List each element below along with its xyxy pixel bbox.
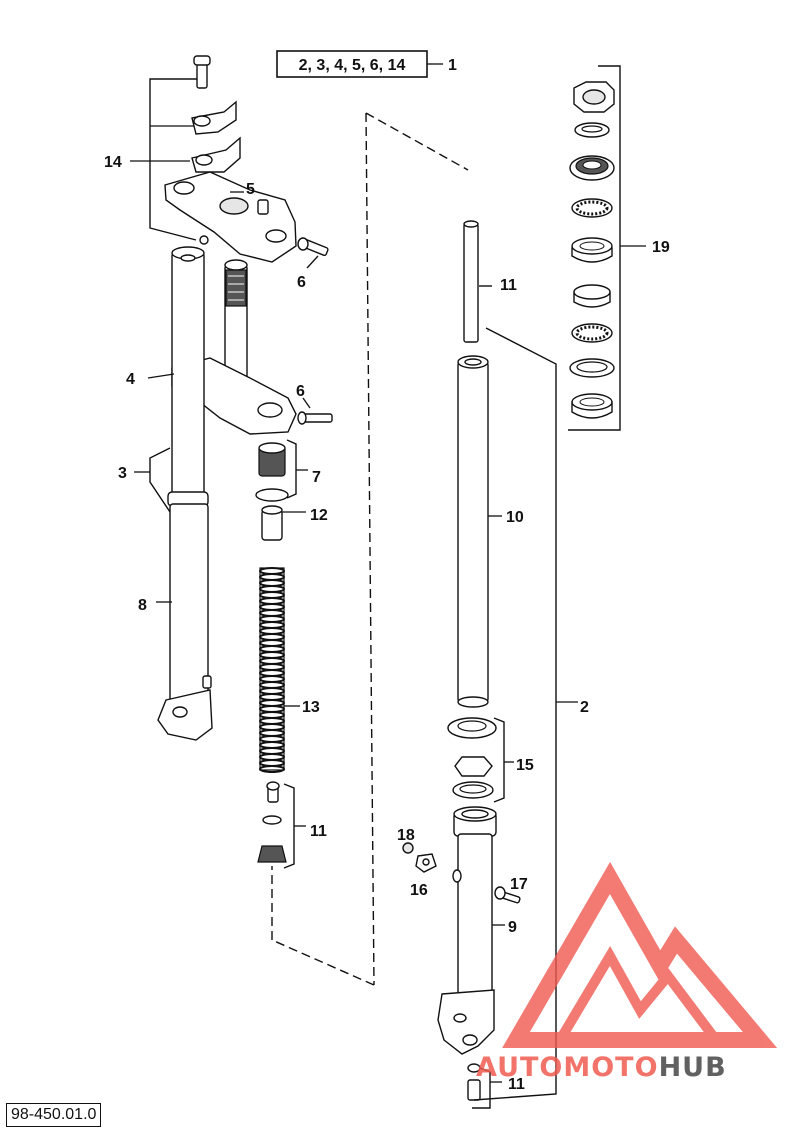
callout-12: 12 xyxy=(310,507,328,524)
callout-14: 14 xyxy=(104,154,122,171)
callout-4: 4 xyxy=(126,371,135,388)
pinch-bolt-lower xyxy=(297,411,333,425)
left-fork-leg xyxy=(157,246,213,741)
small-parts-16-17-18 xyxy=(402,842,521,904)
watermark-text: AUTOMOTOHUB xyxy=(476,1052,727,1083)
callout-7: 7 xyxy=(312,469,321,486)
fork-seals xyxy=(447,717,497,799)
callout-11-top: 11 xyxy=(500,277,517,294)
bracket-14 xyxy=(149,78,197,241)
slider-left xyxy=(169,503,209,703)
slider-right xyxy=(437,806,497,1055)
callout-13: 13 xyxy=(302,699,320,716)
assembly-dashed-outline xyxy=(271,112,469,986)
callout-15: 15 xyxy=(516,757,534,774)
callout-2: 2 xyxy=(580,699,589,716)
bearing-set xyxy=(569,81,615,419)
fork-tube-left xyxy=(171,252,205,499)
damper-rod xyxy=(463,220,479,343)
callout-18: 18 xyxy=(397,827,415,844)
bracket-3 xyxy=(149,447,171,513)
bracket-11-bottom xyxy=(472,1067,491,1109)
nut-18 xyxy=(402,842,414,854)
steering-stem xyxy=(224,259,248,386)
callout-6-lower: 6 xyxy=(296,383,305,400)
upper-triple-clamp xyxy=(164,171,297,263)
clamp-nut xyxy=(199,235,209,245)
spacer-tube xyxy=(261,505,283,541)
bracket-15 xyxy=(493,717,505,803)
damper-bolt-group xyxy=(257,781,287,863)
callout-1: 1 xyxy=(448,57,457,74)
pinch-bolt-upper xyxy=(297,237,329,257)
callout-11-left: 11 xyxy=(310,823,327,840)
callout-8: 8 xyxy=(138,597,147,614)
watermark-logo xyxy=(502,861,778,1048)
drawing-number: 98-450.01.0 xyxy=(6,1103,102,1127)
assembly-reference: 2, 3, 4, 5, 6, 14 1 xyxy=(276,50,457,78)
callout-10: 10 xyxy=(506,509,524,526)
callout-6-upper: 6 xyxy=(297,274,306,291)
handlebar-clamp-group xyxy=(191,55,241,245)
bracket-2 xyxy=(473,327,557,1101)
callout-5: 5 xyxy=(246,181,255,198)
spring-coil xyxy=(259,765,285,773)
fork-cap-and-oring xyxy=(255,442,289,502)
callout-17: 17 xyxy=(510,876,528,893)
bracket-11-left xyxy=(283,783,295,869)
clamp-lower xyxy=(191,136,241,173)
callout-11-bottom: 11 xyxy=(508,1076,525,1093)
callout-3: 3 xyxy=(118,465,127,482)
callout-9: 9 xyxy=(508,919,517,936)
inner-fork-tube xyxy=(457,355,489,708)
fork-spring xyxy=(259,567,285,773)
bracket-7 xyxy=(286,439,297,499)
assembly-ref-text: 2, 3, 4, 5, 6, 14 xyxy=(299,57,406,74)
callout-16: 16 xyxy=(410,882,428,899)
callout-19: 19 xyxy=(652,239,670,256)
bracket-19 xyxy=(568,65,621,431)
